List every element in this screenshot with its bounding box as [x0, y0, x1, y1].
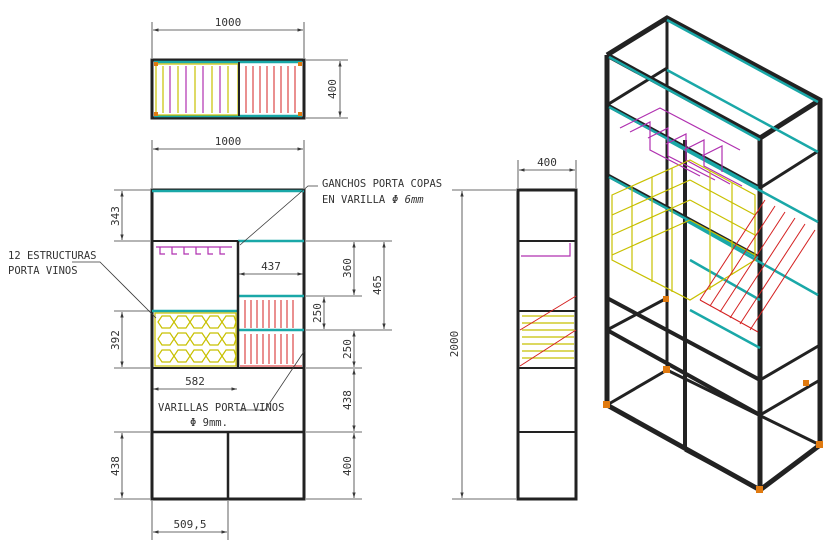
- rods-note-line1: VARILLAS PORTA VINOS: [158, 402, 284, 414]
- side-glass-hook: [521, 243, 571, 257]
- front-width-dim: 1000: [215, 135, 242, 148]
- dim-437: 437: [261, 260, 281, 273]
- dim-250-upper: 250: [311, 303, 324, 323]
- hooks-note-line1: GANCHOS PORTA COPAS: [322, 178, 442, 190]
- dim-360: 360: [341, 258, 354, 278]
- structures-note-line1: 12 ESTRUCTURAS: [8, 250, 97, 262]
- top-width-dim: 1000: [215, 16, 242, 29]
- top-view-wine-rods: [245, 66, 296, 113]
- front-glass-hooks: [156, 246, 232, 255]
- dim-392: 392: [109, 330, 122, 350]
- dim-465: 465: [371, 275, 384, 295]
- structures-note-line2: PORTA VINOS: [8, 265, 78, 277]
- dim-438-left: 438: [109, 456, 122, 476]
- isometric-view: [603, 15, 823, 493]
- front-wine-structures: [154, 312, 237, 367]
- total-height-dim: 2000: [448, 331, 461, 358]
- side-depth-dim: 400: [537, 156, 557, 169]
- dim-509-5: 509,5: [173, 518, 206, 531]
- dim-400-right: 400: [341, 456, 354, 476]
- top-view-outline: [150, 58, 306, 120]
- structures-leader: [72, 261, 157, 319]
- side-view: 400 2000: [448, 156, 578, 501]
- dim-343: 343: [109, 206, 122, 226]
- dim-438-right: 438: [341, 390, 354, 410]
- top-view-wine-structures: [155, 63, 239, 116]
- iso-teal-shelves: [608, 18, 819, 350]
- hooks-note-diameter: Φ 6mm: [392, 194, 424, 206]
- hooks-note-line2: EN VARILLA: [322, 194, 386, 206]
- front-wine-rods: [240, 300, 302, 367]
- iso-wine-structures: [611, 159, 756, 301]
- dim-250-lower: 250: [341, 339, 354, 359]
- side-wine-rods: [519, 295, 577, 367]
- top-view: 1000 400: [150, 16, 348, 120]
- iso-wine-rods: [699, 199, 816, 333]
- rods-note-line2: Φ 9mm.: [190, 417, 228, 429]
- iso-glass-hooks: [619, 107, 743, 187]
- hooks-leader: [239, 185, 318, 246]
- dim-582: 582: [185, 375, 205, 388]
- side-view-outline: [516, 188, 578, 501]
- front-view: 1000 343 392 438 437 360 465 250 2: [72, 135, 392, 540]
- top-depth-dim: 400: [326, 79, 339, 99]
- rods-leader: [238, 349, 306, 411]
